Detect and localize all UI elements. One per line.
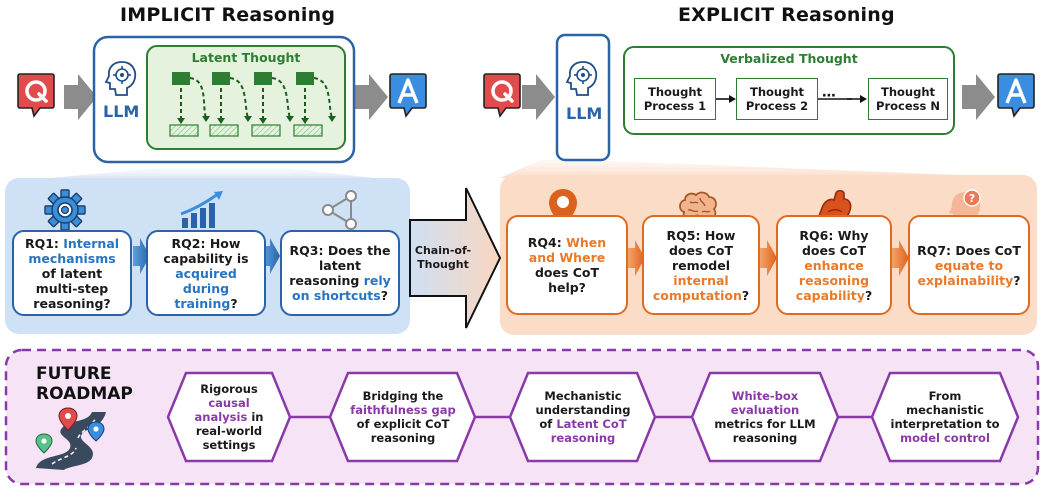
rq1-text: of latent multi-step reasoning? bbox=[33, 265, 111, 311]
thought-2-line1: Thought bbox=[749, 85, 805, 99]
latent-thought-title: Latent Thought bbox=[191, 50, 301, 65]
thought-1-line2: Process 1 bbox=[643, 99, 707, 113]
rq7-id: RQ7: bbox=[917, 242, 952, 258]
thought-1-line1: Thought bbox=[647, 85, 703, 99]
roadmap-item-3-pre: Mechanistic understanding of bbox=[535, 389, 631, 431]
growth-chart-icon bbox=[180, 191, 223, 228]
roadmap-item-4-highlight: White-box evaluation bbox=[730, 389, 800, 417]
question-icon bbox=[17, 73, 55, 118]
rq2-suffix: ? bbox=[230, 295, 238, 311]
rq2-id: RQ2: bbox=[171, 235, 206, 251]
rq3-suffix: ? bbox=[380, 288, 388, 303]
latent-thought-graphic bbox=[169, 72, 336, 137]
rq5-id: RQ5: bbox=[666, 227, 701, 243]
rq4-card: RQ4: When and Where does CoT help? bbox=[506, 215, 628, 315]
roadmap-item-2-post: of explicit CoT reasoning bbox=[356, 417, 450, 445]
rq6-highlight: enhance reasoning capability bbox=[795, 257, 870, 303]
rq4-text: does CoT help? bbox=[534, 265, 600, 295]
explicit-llm-label: LLM bbox=[566, 104, 603, 123]
thought-arrows bbox=[716, 95, 867, 103]
implicit-llm-label: LLM bbox=[103, 102, 140, 121]
rq7-text: Does CoT bbox=[955, 242, 1021, 258]
rq3-card: RQ3: Does the latent reasoning rely on s… bbox=[280, 230, 400, 316]
answer-icon bbox=[389, 73, 427, 118]
rq6-id: RQ6: bbox=[799, 227, 834, 243]
answer-icon-explicit bbox=[997, 73, 1035, 118]
roadmap-item-5-pre: From mechanistic interpretation to bbox=[890, 389, 1000, 431]
rq6-card: RQ6: Why does CoT enhance reasoning capa… bbox=[776, 215, 892, 315]
rq2-highlight: acquired during training bbox=[174, 265, 237, 311]
rq5-suffix: ? bbox=[741, 287, 750, 303]
thought-n-line1: Thought bbox=[880, 85, 936, 99]
rq7-card: RQ7: Does CoT equate to explainability? bbox=[908, 215, 1030, 315]
cot-label-line2: Thought bbox=[417, 258, 469, 271]
svg-text:?: ? bbox=[969, 192, 975, 205]
rq3-id: RQ3: bbox=[289, 243, 324, 258]
roadmap-item-3-highlight: Latent CoT reasoning bbox=[550, 417, 627, 445]
cot-label-line1: Chain-of- bbox=[414, 244, 472, 257]
roadmap-item-1-highlight: causal analysis bbox=[194, 396, 250, 424]
roadmap-title-line2: ROADMAP bbox=[36, 384, 133, 404]
rq7-suffix: ? bbox=[1013, 272, 1021, 288]
rq3-text: Does the latent reasoning bbox=[289, 243, 391, 288]
shortcut-nodes-icon bbox=[322, 190, 357, 230]
rq2-card: RQ2: How capability is acquired during t… bbox=[146, 230, 266, 316]
rq5-card: RQ5: How does CoT remodel internal compu… bbox=[642, 215, 760, 315]
explicit-title: EXPLICIT Reasoning bbox=[678, 4, 895, 26]
rq7-highlight: equate to explainability bbox=[917, 257, 1014, 288]
thought-n-line2: Process N bbox=[876, 99, 940, 113]
verbalized-thought-title: Verbalized Thought bbox=[720, 51, 858, 66]
roadmap-title-line1: FUTURE bbox=[36, 364, 112, 384]
roadmap-title: FUTURE ROADMAP bbox=[36, 364, 133, 404]
roadmap-item-5-highlight: model control bbox=[900, 431, 990, 445]
rq1-id: RQ1: bbox=[24, 235, 59, 251]
roadmap-item-2-pre: Bridging the bbox=[362, 389, 444, 403]
gear-icon bbox=[44, 189, 86, 231]
rq1-card: RQ1: Internal mechanisms of latent multi… bbox=[12, 230, 132, 316]
roadmap-item-1-pre: Rigorous bbox=[200, 382, 258, 396]
rq5-highlight: internal computation bbox=[652, 272, 742, 303]
rq6-suffix: ? bbox=[864, 287, 873, 303]
implicit-title: IMPLICIT Reasoning bbox=[120, 4, 336, 26]
rq5-text: How does CoT remodel bbox=[668, 227, 736, 273]
rq1-highlight: Internal mechanisms bbox=[28, 235, 120, 266]
thought-2-line2: Process 2 bbox=[745, 99, 809, 113]
roadmap-item-1: Rigorous causal analysis in real-world s… bbox=[186, 378, 272, 456]
rq6-text: Why does CoT bbox=[801, 227, 869, 258]
roadmap-item-4-post: metrics for LLM reasoning bbox=[714, 417, 816, 445]
roadmap-item-2-highlight: faithfulness gap bbox=[350, 403, 456, 417]
rq4-highlight: When and Where bbox=[528, 235, 607, 265]
roadmap-item-4: White-box evaluation metrics for LLM rea… bbox=[710, 378, 820, 456]
thought-ellipsis: ⋯ bbox=[822, 88, 836, 104]
rq3-highlight: rely on shortcuts bbox=[292, 273, 391, 303]
ellipsis-dot bbox=[858, 86, 860, 88]
roadmap-item-5: From mechanistic interpretation to model… bbox=[888, 378, 1002, 456]
rq2-text: How capability is bbox=[163, 235, 249, 266]
brain-head-icon-explicit bbox=[565, 61, 598, 96]
cot-label: Chain-of- Thought bbox=[414, 244, 472, 272]
roadmap-item-3: Mechanistic understanding of Latent CoT … bbox=[528, 378, 638, 456]
roadmap-item-2: Bridging the faithfulness gap of explici… bbox=[346, 378, 460, 456]
question-icon-explicit bbox=[483, 73, 521, 118]
rq4-id: RQ4: bbox=[527, 235, 562, 250]
roadmap-item-1-post: in real-world settings bbox=[195, 410, 264, 452]
road-map-icon bbox=[35, 407, 106, 470]
brain-head-icon bbox=[104, 61, 137, 96]
